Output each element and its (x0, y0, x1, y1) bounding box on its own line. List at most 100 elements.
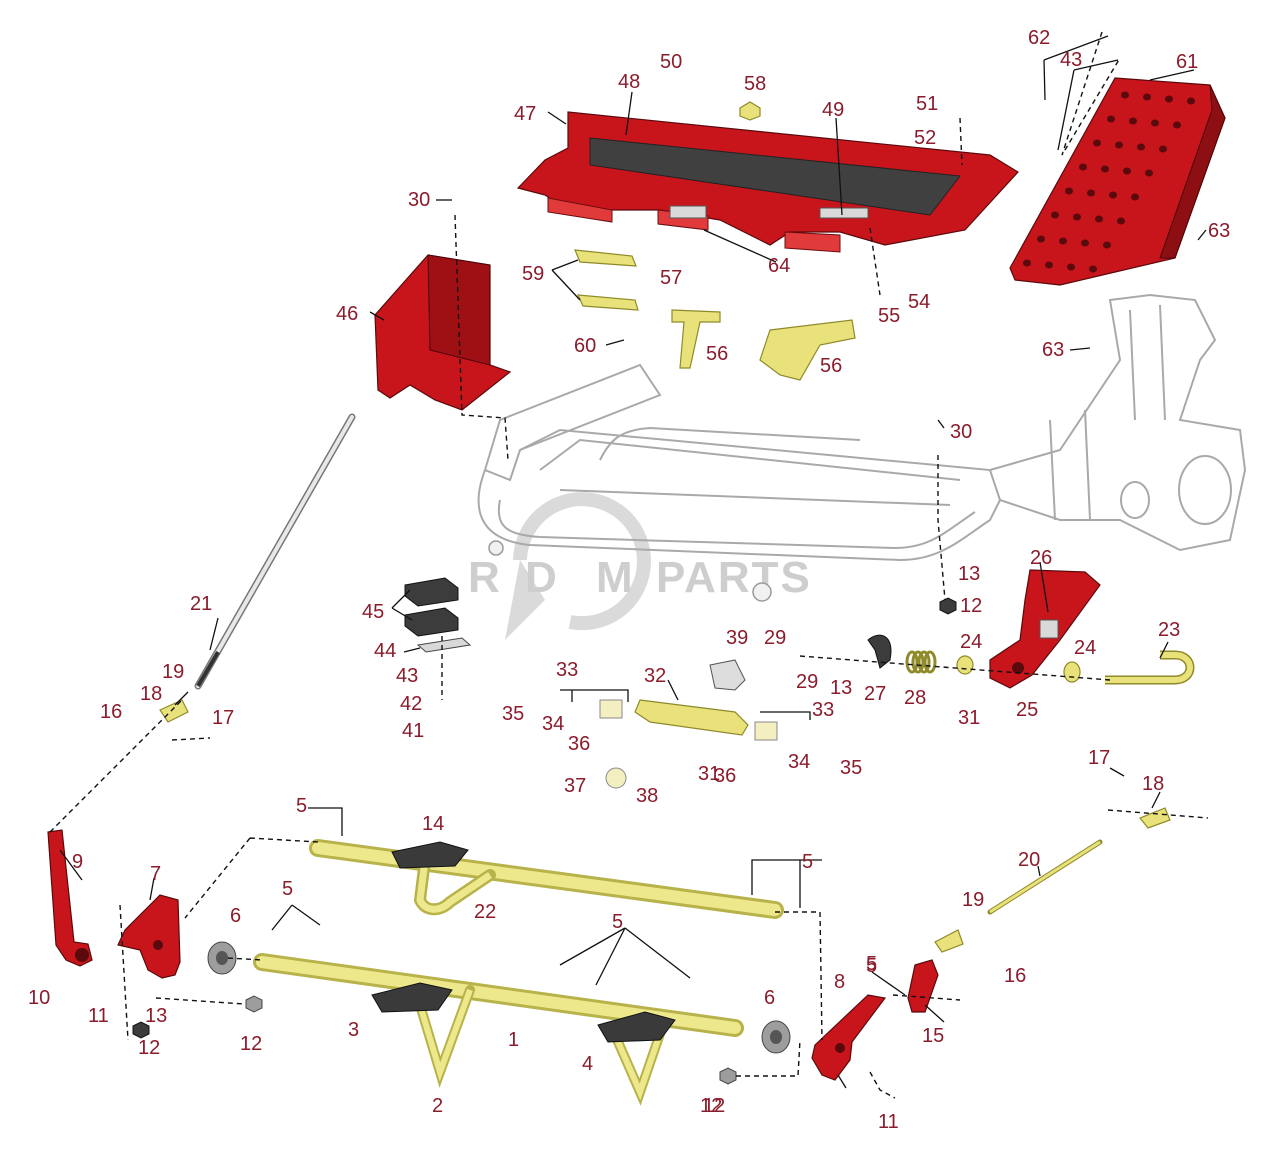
step-hole (1187, 97, 1195, 105)
callout-36: 36 (568, 733, 590, 755)
assembly-lines (49, 31, 1209, 1099)
step-hole (1059, 237, 1067, 245)
callout-5: 5 (612, 911, 623, 933)
cover-46 (374, 254, 512, 411)
callout-9: 9 (72, 851, 83, 873)
callout-43: 43 (396, 665, 418, 687)
callout-14: 14 (422, 813, 444, 835)
callout-34: 34 (788, 751, 810, 773)
hardware-parts (132, 101, 1195, 1085)
step-plate-61 (1009, 77, 1226, 286)
callout-13: 13 (145, 1005, 167, 1027)
callout-6: 6 (764, 987, 775, 1009)
callout-33: 33 (812, 699, 834, 721)
step-hole (1137, 143, 1145, 151)
step-hole (1081, 239, 1089, 247)
callout-60: 60 (574, 335, 596, 357)
step-hole (1051, 211, 1059, 219)
callout-18: 18 (1142, 773, 1164, 795)
callout-12: 12 (703, 1095, 725, 1117)
pedal-arm-9 (47, 829, 93, 967)
callout-29: 29 (764, 627, 786, 649)
step-hole (1109, 191, 1117, 199)
callout-41: 41 (402, 720, 424, 742)
callout-54: 54 (908, 291, 930, 313)
callout-25: 25 (1016, 699, 1038, 721)
watermark-letter-d: D (525, 553, 559, 602)
callout-13: 13 (958, 563, 980, 585)
callout-38: 38 (636, 785, 658, 807)
chassis-frame (477, 293, 1247, 602)
callout-48: 48 (618, 71, 640, 93)
step-hole (1159, 145, 1167, 153)
watermark-letter-r: R (468, 553, 502, 602)
step-hole (1073, 213, 1081, 221)
callout-56: 56 (820, 355, 842, 377)
leader-lines (59, 35, 1207, 1089)
callout-26: 26 (1030, 547, 1052, 569)
callout-20: 20 (1018, 849, 1040, 871)
step-hole (1065, 187, 1073, 195)
callout-35: 35 (502, 703, 524, 725)
rod-20 (987, 839, 1103, 915)
callout-28: 28 (904, 687, 926, 709)
callout-37: 37 (564, 775, 586, 797)
step-hole (1103, 241, 1111, 249)
callout-10: 10 (28, 987, 50, 1009)
step-hole (1079, 163, 1087, 171)
callout-15: 15 (922, 1025, 944, 1047)
callout-43: 43 (1060, 49, 1082, 71)
callout-17: 17 (212, 707, 234, 729)
callout-19: 19 (162, 661, 184, 683)
callout-16: 16 (100, 701, 122, 723)
callout-42: 42 (400, 693, 422, 715)
callout-1: 1 (508, 1029, 519, 1051)
callout-3: 3 (348, 1019, 359, 1041)
callout-18: 18 (140, 683, 162, 705)
step-hole (1101, 165, 1109, 173)
callout-31: 31 (698, 763, 720, 785)
watermark-letter-m: M (596, 553, 635, 602)
callout-5: 5 (866, 955, 877, 977)
callout-39: 39 (726, 627, 748, 649)
callout-27: 27 (864, 683, 886, 705)
step-hole (1087, 189, 1095, 197)
callout-2: 2 (432, 1095, 443, 1117)
callout-4: 4 (582, 1053, 593, 1075)
callout-21: 21 (190, 593, 212, 615)
callout-44: 44 (374, 640, 396, 662)
callout-46: 46 (336, 303, 358, 325)
callout-57: 57 (660, 267, 682, 289)
callout-58: 58 (744, 73, 766, 95)
callout-35: 35 (840, 757, 862, 779)
step-hole (1089, 265, 1097, 273)
callout-12: 12 (700, 1095, 722, 1117)
callout-11: 11 (88, 1005, 109, 1027)
step-hole (1037, 235, 1045, 243)
callout-45: 45 (362, 601, 384, 623)
callout-30: 30 (408, 189, 430, 211)
callout-5: 5 (866, 953, 877, 975)
callout-23: 23 (1158, 619, 1180, 641)
callout-19: 19 (962, 889, 984, 911)
shaft-1 (253, 953, 744, 1106)
callout-52: 52 (914, 127, 936, 149)
callout-8: 8 (834, 971, 845, 993)
callout-61: 61 (1176, 51, 1198, 73)
callout-13: 13 (830, 677, 852, 699)
bracket-8 (811, 994, 887, 1081)
step-hole (1117, 217, 1125, 225)
callout-32: 32 (644, 665, 666, 687)
callout-17: 17 (1088, 747, 1110, 769)
callout-16: 16 (1004, 965, 1026, 987)
callout-33: 33 (556, 659, 578, 681)
step-hole (1107, 115, 1115, 123)
rdm-logo-watermark: R D M PARTS (468, 492, 812, 640)
callout-62: 62 (1028, 27, 1050, 49)
watermark-word-parts: PARTS (656, 553, 812, 602)
callout-6: 6 (230, 905, 241, 927)
callout-29: 29 (796, 671, 818, 693)
step-hole (1093, 139, 1101, 147)
